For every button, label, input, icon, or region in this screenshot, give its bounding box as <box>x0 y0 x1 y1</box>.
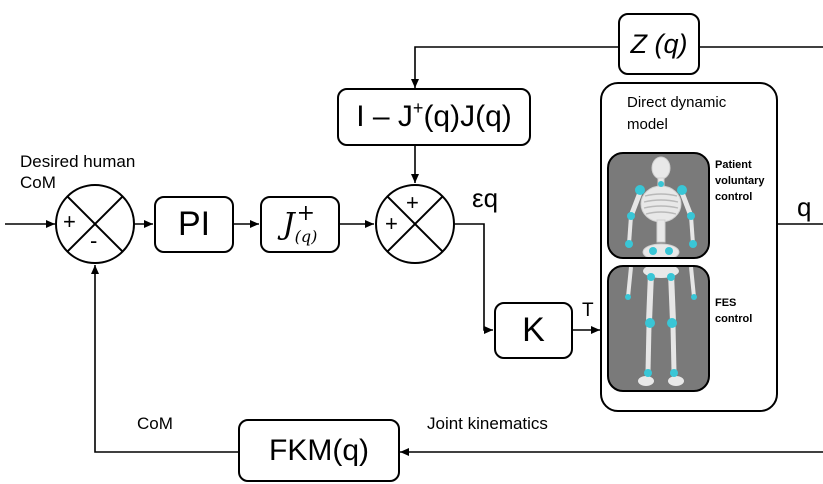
z-label: Z (q) <box>630 28 688 59</box>
skeleton-upper-image <box>625 156 697 257</box>
pi-label: PI <box>177 205 211 243</box>
eps-q-label: εq <box>472 183 499 213</box>
sum2-plus-sign-top: + <box>406 190 419 215</box>
sum1-minus-sign: - <box>90 228 98 253</box>
fes-control-label: FES control <box>715 297 753 325</box>
pi-block: PI <box>154 196 234 253</box>
jacobian-pseudoinverse-label: J+(q) <box>282 201 318 246</box>
fkm-label: FKM(q) <box>269 433 369 467</box>
desired-com-label: Desired human CoM <box>20 152 136 192</box>
sum2-plus-sign-left: + <box>385 211 398 236</box>
fes-control-panel <box>607 265 710 392</box>
wire-fkm-to-sum1 <box>91 265 238 453</box>
summing-junction-1 <box>55 184 135 264</box>
joint-kinematics-label: Joint kinematics <box>427 414 548 433</box>
wire-sum2-k <box>455 223 493 334</box>
patient-voluntary-panel <box>607 152 710 259</box>
summing-junction-2 <box>375 184 455 264</box>
wire-z-to-projector <box>411 46 618 88</box>
torque-label: T <box>582 300 594 321</box>
q-output-label: q <box>797 192 812 222</box>
jacobian-pseudoinverse-block: J+(q) <box>260 196 340 253</box>
model-title: Direct dynamic model <box>627 94 727 133</box>
forward-kinematics-block: FKM(q) <box>238 419 400 482</box>
k-gain-block: K <box>494 302 573 359</box>
skeleton-lower-image <box>625 267 697 386</box>
patient-voluntary-label: Patient voluntary control <box>715 159 765 203</box>
sum1-plus-sign: + <box>63 209 76 234</box>
com-feedback-label: CoM <box>137 414 173 433</box>
null-space-projector-label: I – J+(q)J(q) <box>356 98 512 133</box>
null-space-projector-block: I – J+(q)J(q) <box>337 88 531 146</box>
z-block: Z (q) <box>618 13 700 75</box>
k-label: K <box>522 311 545 349</box>
